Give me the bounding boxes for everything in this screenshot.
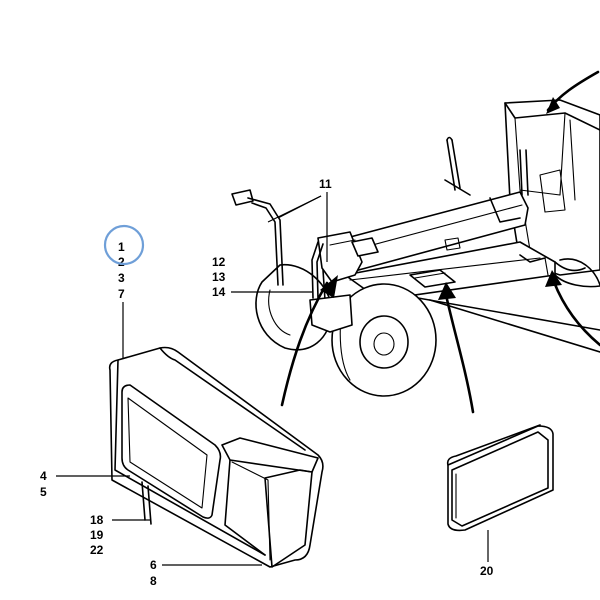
reflector-part [446, 424, 554, 532]
label-18: 18 [90, 513, 104, 527]
label-4: 4 [40, 469, 47, 483]
highlight-circle[interactable] [103, 224, 145, 266]
label-3: 3 [118, 271, 125, 285]
label-11: 11 [319, 177, 332, 191]
front-lamp-assembly [108, 346, 324, 568]
label-22: 22 [90, 543, 104, 557]
callout-arrows [280, 270, 600, 414]
label-6: 6 [150, 558, 157, 572]
mirror-arm-part [231, 189, 324, 299]
grader-machine-illustration [255, 70, 600, 397]
label-20: 20 [480, 564, 494, 578]
label-5: 5 [40, 485, 47, 499]
leader-lines [56, 192, 489, 566]
label-14: 14 [212, 285, 226, 299]
label-1: 1 [118, 240, 125, 254]
callout-labels: 11 12 13 14 1 2 3 7 4 5 18 19 22 6 8 20 [40, 177, 494, 588]
label-13: 13 [212, 270, 226, 284]
label-12: 12 [212, 255, 226, 269]
label-2: 2 [118, 255, 125, 269]
label-7: 7 [118, 287, 125, 301]
label-8: 8 [150, 574, 157, 588]
label-19: 19 [90, 528, 104, 542]
